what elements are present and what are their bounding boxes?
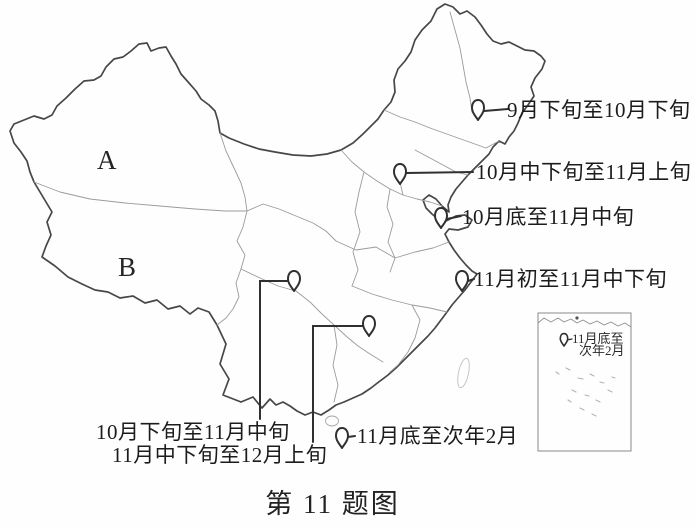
harvest-label-south-central: 11月中下旬至12月上旬 [112, 443, 328, 467]
inset-label-line1: 11月底至 [572, 331, 624, 346]
leader-line-sichuan [259, 280, 289, 420]
harvest-label-south-coast: 11月底至次年2月 [357, 424, 519, 448]
harvest-label-yangtze-delta: 11月初至11月中下旬 [474, 267, 667, 291]
taiwan-island [457, 357, 470, 389]
location-pin-icon [559, 332, 569, 347]
location-pin-icon [434, 207, 448, 229]
region-letter-b: B [118, 252, 137, 282]
national-border [9, 3, 546, 416]
harvest-label-north-china: 10月中下旬至11月上旬 [476, 160, 692, 184]
harvest-label-northeast: 9月下旬至10月下旬 [507, 98, 691, 122]
location-pin-icon [393, 163, 407, 185]
harvest-label-inset: 11月底至 次年2月 [572, 331, 625, 358]
leader-lines [259, 108, 573, 443]
leader-line-south-central [312, 325, 364, 443]
figure-caption: 第 11 题图 [265, 489, 400, 519]
inset-label-line2: 次年2月 [579, 343, 625, 358]
location-pin-icon [287, 270, 301, 292]
location-pin-icon [455, 270, 469, 292]
location-pin-icon [335, 427, 349, 449]
south-china-sea-inset [537, 312, 632, 452]
location-pin-icon [471, 99, 485, 121]
harvest-label-sichuan: 10月下旬至11月中旬 [96, 420, 290, 444]
harvest-label-shandong: 10月底至11月中旬 [462, 205, 635, 229]
leader-line-yangtze-delta [467, 278, 475, 282]
leader-line-shandong [446, 215, 462, 220]
inset-coastline [537, 317, 632, 328]
hainan-island [325, 415, 339, 427]
region-letter-a: A [97, 145, 117, 175]
leader-line-south-coast [347, 435, 356, 438]
leader-line-north-china [405, 171, 474, 174]
location-pin-icon [362, 315, 376, 337]
leader-line-northeast [483, 108, 509, 112]
inset-islands [555, 367, 616, 417]
location-pins [287, 99, 569, 449]
